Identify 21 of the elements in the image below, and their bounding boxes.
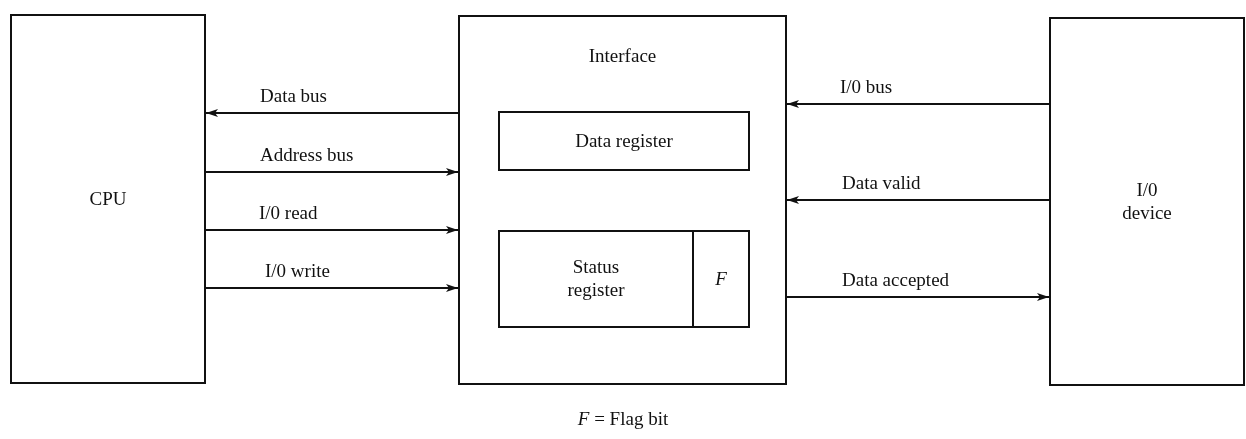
- node-label: F: [715, 267, 727, 291]
- block-box: [10, 14, 206, 384]
- block-box: [692, 230, 750, 328]
- caption: F = Flag bit: [576, 408, 670, 430]
- arrow: [205, 284, 459, 292]
- block-box: [1049, 17, 1245, 386]
- arrow: [205, 168, 459, 176]
- arrow: [205, 109, 459, 117]
- node-label: I/0 device: [1121, 178, 1173, 225]
- arrow: [786, 100, 1050, 108]
- block-box: [498, 111, 750, 171]
- node-label: Status register: [566, 256, 626, 302]
- interface-box: [458, 15, 787, 385]
- node-label: Interface: [588, 45, 657, 68]
- edge-label: Data accepted: [840, 270, 952, 291]
- block-box: [498, 230, 694, 328]
- node-label: Data register: [575, 129, 673, 153]
- node-label: CPU: [89, 187, 127, 211]
- arrow: [786, 196, 1050, 204]
- arrow: [786, 293, 1050, 301]
- arrow: [205, 226, 459, 234]
